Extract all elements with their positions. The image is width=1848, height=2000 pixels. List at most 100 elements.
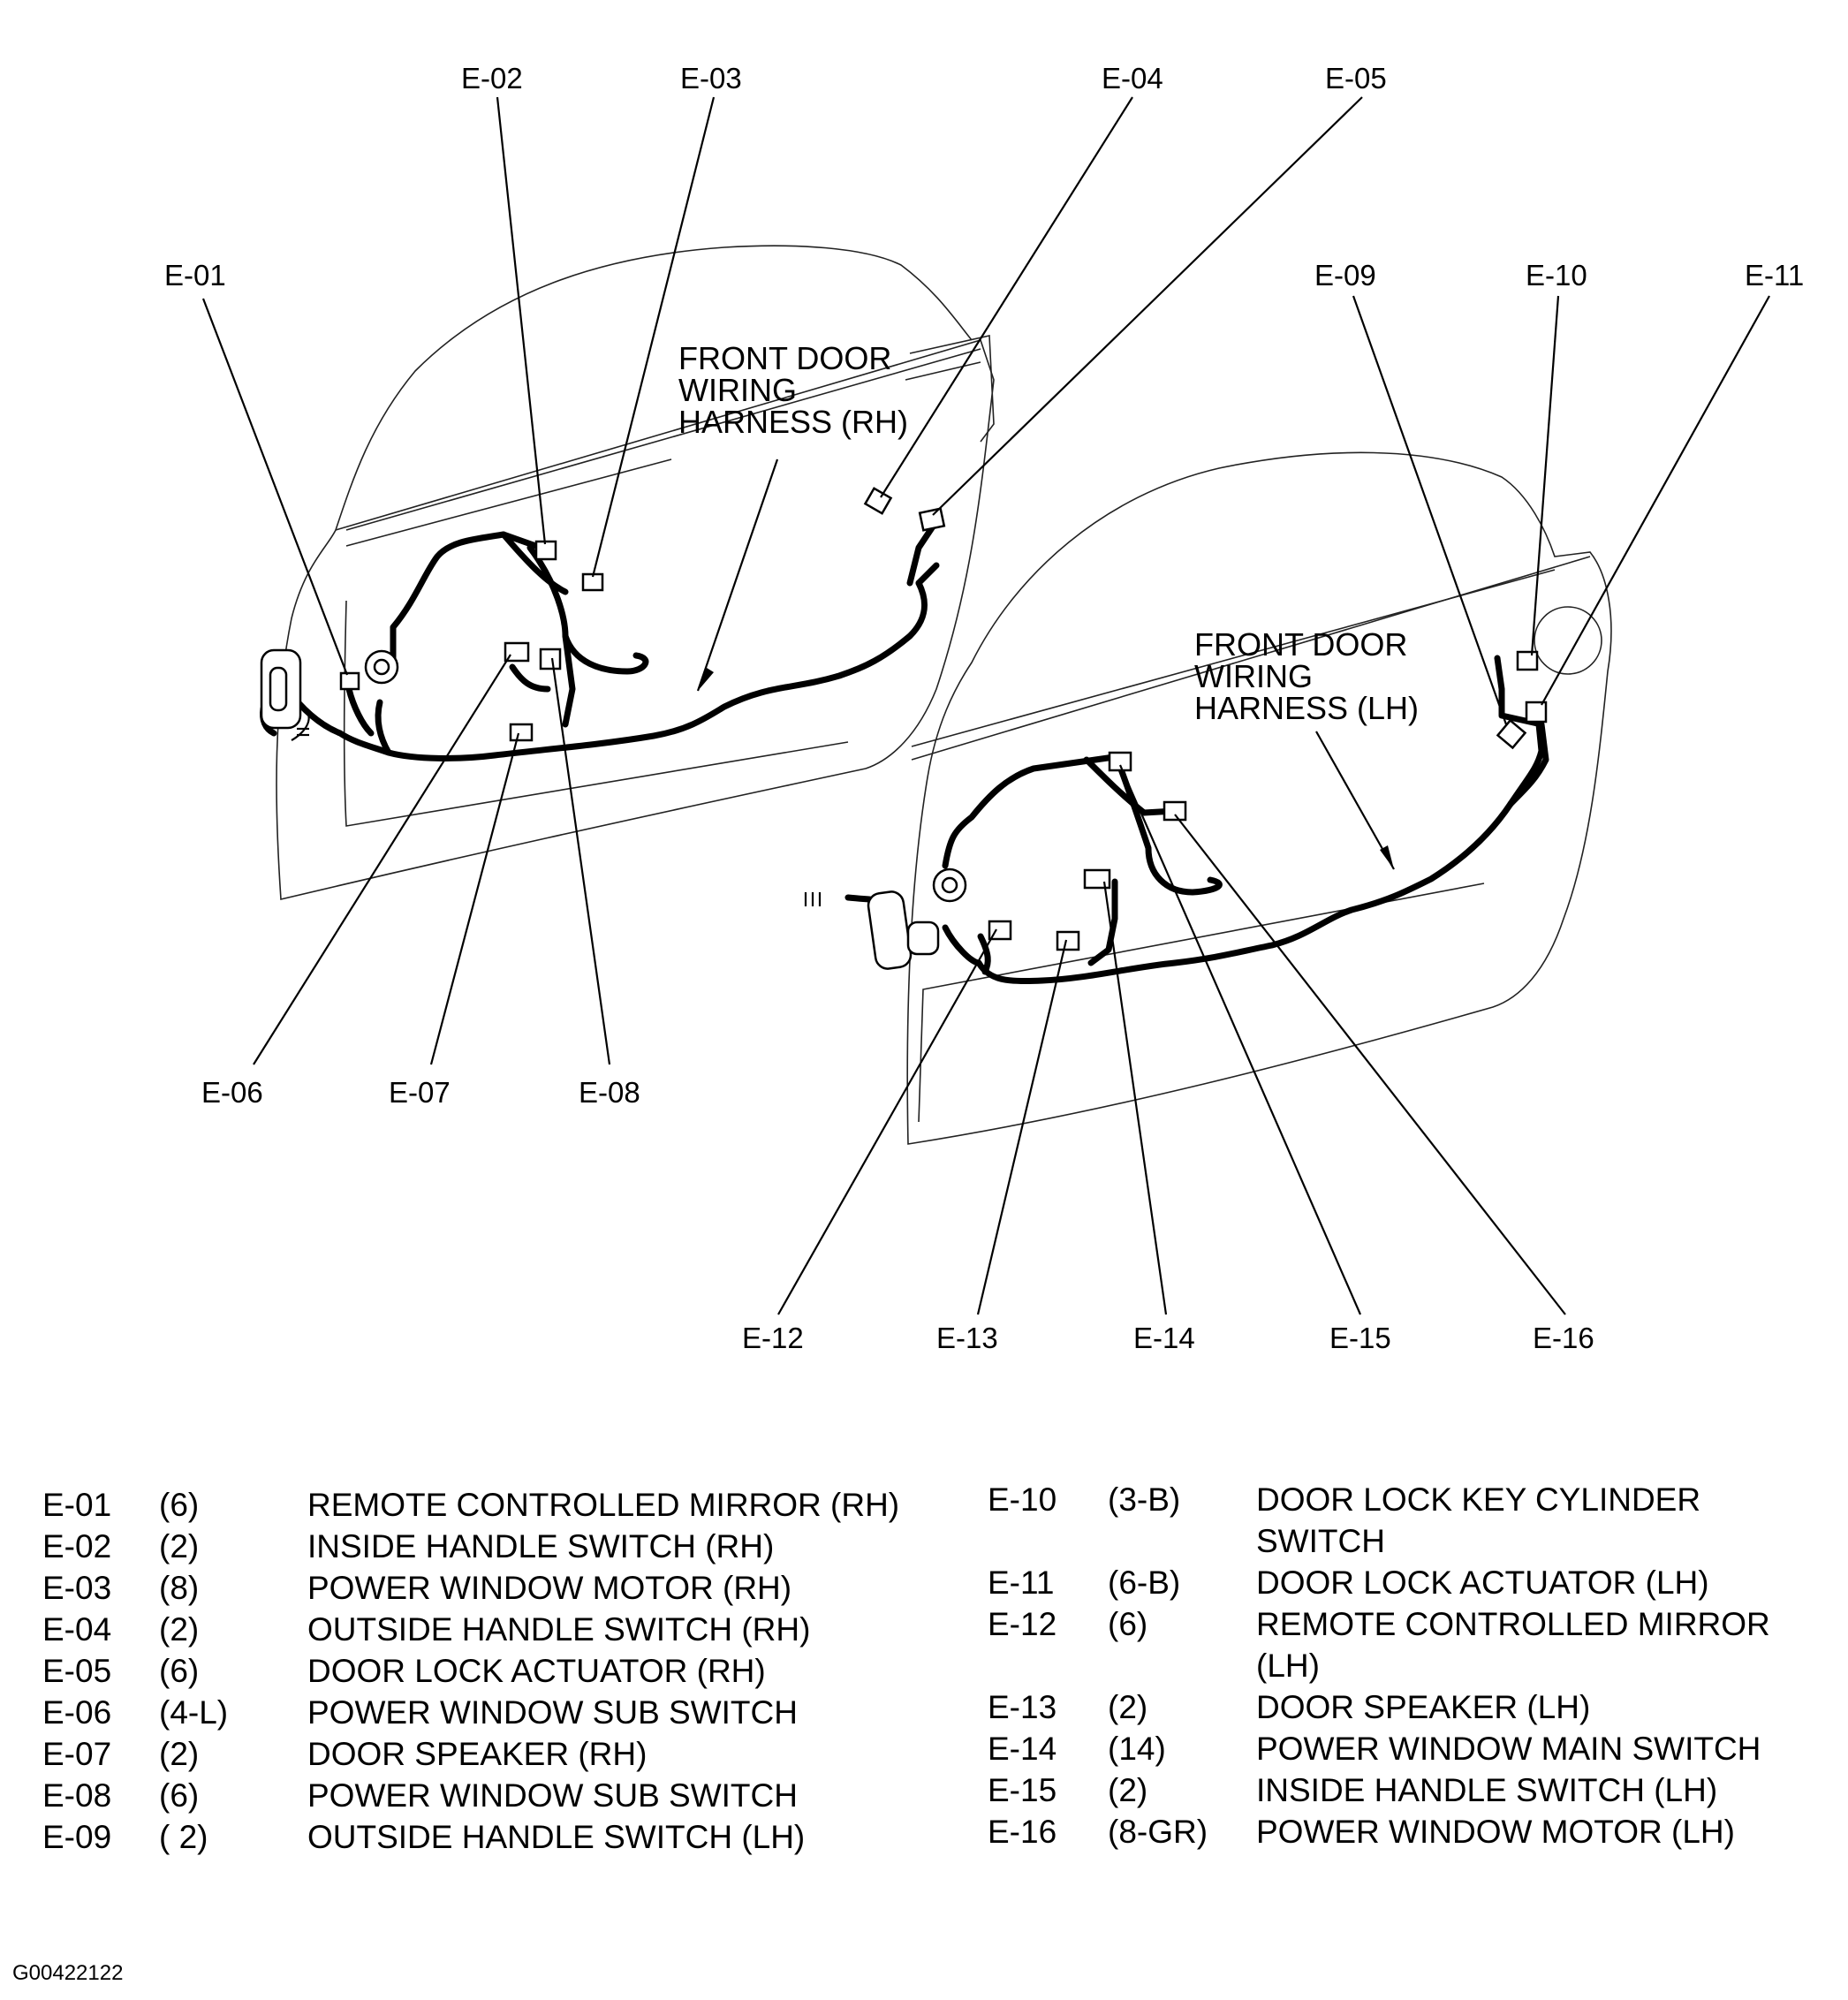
- legend-desc: POWER WINDOW MAIN SWITCH: [1256, 1731, 1761, 1767]
- connector-e01: [339, 671, 360, 691]
- harness-rh-line-1: FRONT DOOR: [678, 340, 891, 376]
- legend-code: E-09: [42, 1819, 112, 1855]
- connector-e05: [918, 507, 946, 532]
- legend-desc: DOOR SPEAKER (LH): [1256, 1689, 1591, 1725]
- connector-legend-right: E-10 (3-B) DOOR LOCK KEY CYLINDER SWITCH E…: [988, 1479, 1836, 1852]
- legend-row-e08: E-08 (6) POWER WINDOW SUB SWITCH: [42, 1775, 943, 1816]
- legend-code: E-13: [988, 1689, 1057, 1725]
- lh-door-outline: [906, 451, 1612, 1145]
- legend-code: E-16: [988, 1814, 1057, 1850]
- leader-lines: [201, 96, 1770, 1315]
- legend-pins: (6): [159, 1777, 200, 1814]
- legend-desc: POWER WINDOW MOTOR (LH): [1256, 1814, 1735, 1850]
- connector-e07: [509, 723, 534, 742]
- legend-row-e15: E-15 (2) INSIDE HANDLE SWITCH (LH): [988, 1769, 1836, 1811]
- legend-pins: (3-B): [1108, 1481, 1181, 1518]
- connector-legend-left: E-01(6)REMOTE CONTROLLED MIRROR (RH) E-0…: [42, 1484, 943, 1858]
- legend-desc: DOOR LOCK KEY CYLINDER SWITCH: [1256, 1481, 1701, 1559]
- connector-e16: [1163, 800, 1187, 822]
- callout-e04: E-04: [1102, 62, 1163, 95]
- connector-e04: [863, 487, 893, 515]
- legend-code: E-07: [42, 1736, 112, 1772]
- legend-desc: POWER WINDOW SUB SWITCH: [307, 1694, 798, 1731]
- figure-code: G00422122: [12, 1961, 124, 1985]
- rh-door-outline: [276, 245, 995, 900]
- legend-desc: INSIDE HANDLE SWITCH (LH): [1256, 1772, 1718, 1808]
- legend-pins: (2): [1108, 1689, 1148, 1725]
- legend-code: E-15: [988, 1772, 1057, 1808]
- callout-e07: E-07: [389, 1076, 451, 1109]
- connector-e14: [1083, 868, 1111, 890]
- callout-e10: E-10: [1526, 259, 1587, 292]
- callout-labels: E-01 E-02 E-03 E-04 E-05 E-06 E-07 E-08 …: [164, 62, 1804, 1354]
- rh-connectors: [339, 487, 946, 742]
- callout-e09: E-09: [1314, 259, 1376, 292]
- legend-desc: POWER WINDOW MOTOR (RH): [307, 1570, 792, 1606]
- legend-row-e14: E-14 (14) POWER WINDOW MAIN SWITCH: [988, 1728, 1836, 1769]
- legend-row-e13: E-13 (2) DOOR SPEAKER (LH): [988, 1686, 1836, 1728]
- legend-row-e07: E-07(2)DOOR SPEAKER (RH): [42, 1733, 943, 1775]
- callout-e02: E-02: [461, 62, 523, 95]
- door-wiring-diagram: E-01 E-02 E-03 E-04 E-05 E-06 E-07 E-08 …: [164, 62, 1804, 1354]
- legend-pins: (6): [1108, 1606, 1148, 1642]
- legend-pins: (14): [1108, 1731, 1166, 1767]
- callout-e11: E-11: [1745, 259, 1804, 292]
- legend-pins: (6-B): [1108, 1564, 1181, 1601]
- legend-pins: (2): [1108, 1772, 1148, 1808]
- legend-pins: (8-GR): [1108, 1814, 1208, 1850]
- connector-e10: [1516, 650, 1539, 671]
- legend-pins: (8): [159, 1570, 200, 1606]
- lh-connectors: [988, 650, 1548, 951]
- legend-desc: DOOR LOCK ACTUATOR (RH): [307, 1653, 766, 1689]
- legend-code: E-14: [988, 1731, 1057, 1767]
- legend-pins: (6): [159, 1487, 200, 1523]
- legend-code: E-05: [42, 1653, 112, 1689]
- legend-row-e06: E-06 (4-L) POWER WINDOW SUB SWITCH: [42, 1692, 943, 1733]
- callout-e08: E-08: [579, 1076, 640, 1109]
- connector-e13: [1056, 930, 1080, 951]
- legend-row-e09: E-09( 2)OUTSIDE HANDLE SWITCH (LH): [42, 1816, 943, 1858]
- legend-row-e03: E-03 (8) POWER WINDOW MOTOR (RH): [42, 1567, 943, 1609]
- legend-pins: (6): [159, 1653, 200, 1689]
- harness-label-lh: FRONT DOOR WIRING HARNESS (LH): [1194, 626, 1419, 726]
- legend-desc: REMOTE CONTROLLED MIRROR (RH): [307, 1487, 900, 1523]
- legend-row-e05: E-05 (6) DOOR LOCK ACTUATOR (RH): [42, 1650, 943, 1692]
- legend-row-e12: E-12(6)REMOTE CONTROLLED MIRROR (LH): [988, 1603, 1836, 1686]
- callout-e01: E-01: [164, 259, 226, 292]
- harness-lh-line-2: WIRING: [1194, 658, 1313, 694]
- legend-code: E-03: [42, 1570, 112, 1606]
- harness-lh-line-1: FRONT DOOR: [1194, 626, 1407, 663]
- legend-pins: (4-L): [159, 1694, 229, 1731]
- legend-code: E-04: [42, 1611, 112, 1648]
- connector-e02: [534, 540, 557, 561]
- legend-code: E-10: [988, 1481, 1057, 1518]
- legend-code: E-08: [42, 1777, 112, 1814]
- legend-desc: REMOTE CONTROLLED MIRROR (LH): [1256, 1606, 1770, 1684]
- lh-mirror-grommet: [804, 890, 940, 970]
- legend-row-e11: E-11(6-B)DOOR LOCK ACTUATOR (LH): [988, 1562, 1836, 1603]
- legend-row-e02: E-02(2)INSIDE HANDLE SWITCH (RH): [42, 1526, 943, 1567]
- harness-lh-line-3: HARNESS (LH): [1194, 690, 1419, 726]
- connector-e09: [1496, 718, 1527, 750]
- callout-e13: E-13: [936, 1322, 998, 1354]
- connector-e08: [539, 648, 562, 670]
- legend-row-e10: E-10 (3-B) DOOR LOCK KEY CYLINDER SWITCH: [988, 1479, 1836, 1562]
- legend-row-e01: E-01(6)REMOTE CONTROLLED MIRROR (RH): [42, 1484, 943, 1526]
- callout-e14: E-14: [1133, 1322, 1195, 1354]
- legend-code: E-02: [42, 1528, 112, 1564]
- connector-e11: [1525, 701, 1548, 723]
- legend-desc: OUTSIDE HANDLE SWITCH (RH): [307, 1611, 811, 1648]
- legend-desc: DOOR SPEAKER (RH): [307, 1736, 648, 1772]
- legend-row-e16: E-16 (8-GR) POWER WINDOW MOTOR (LH): [988, 1811, 1836, 1852]
- legend-desc: INSIDE HANDLE SWITCH (RH): [307, 1528, 775, 1564]
- legend-desc: POWER WINDOW SUB SWITCH: [307, 1777, 798, 1814]
- legend-desc: DOOR LOCK ACTUATOR (LH): [1256, 1564, 1709, 1601]
- legend-pins: ( 2): [159, 1819, 208, 1855]
- legend-code: E-06: [42, 1694, 112, 1731]
- connector-e12: [988, 920, 1012, 941]
- legend-row-e04: E-04(2)OUTSIDE HANDLE SWITCH (RH): [42, 1609, 943, 1650]
- connector-e15: [1108, 751, 1132, 772]
- callout-e12: E-12: [742, 1322, 804, 1354]
- rh-wiring-harness: [260, 518, 940, 761]
- rh-mirror-grommet: [260, 648, 310, 741]
